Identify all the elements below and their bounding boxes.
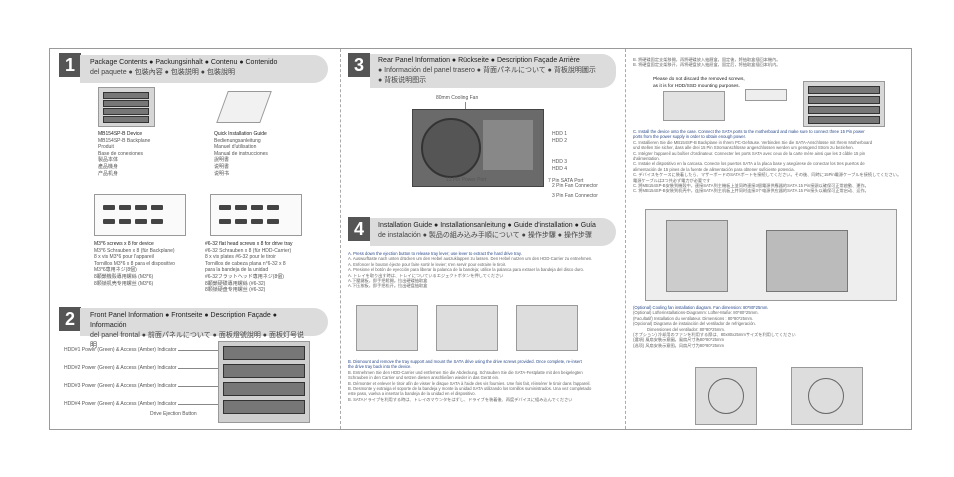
section-1-title-line-2: del paquete ● 包裝內容 ● 包裝説明 ● 包裝說明 xyxy=(90,69,235,76)
section-3-title-line-3: ● 背板说明图示 xyxy=(378,77,427,84)
front-panel-image xyxy=(218,341,310,423)
step-a-image-2 xyxy=(436,305,498,351)
fan-image-2 xyxy=(791,367,863,425)
column-2: 3 Rear Panel Information ● Rückseite ● D… xyxy=(340,49,626,429)
fan-install-text: (Optional) Cooling fan installation diag… xyxy=(633,305,796,348)
section-2-header: Front Panel Information ● Frontseite ● D… xyxy=(80,308,328,349)
sata-port-label: 7 Pin SATA Port xyxy=(548,178,584,184)
section-2-title-line-1: Front Panel Information ● Frontseite ● D… xyxy=(90,312,277,329)
hdd-3-label: HDD 3 xyxy=(552,159,568,165)
m3-list: M3*6 screws x 8 for device M3*6 Schraube… xyxy=(94,241,175,287)
hdd-2-label: HDD 2 xyxy=(552,138,568,144)
section-3-title-line-1: Rear Panel Information ● Rückseite ● Des… xyxy=(378,57,580,64)
step-a-text: A. Press down the ejection button to rel… xyxy=(348,251,593,289)
hdd-1-label: HDD 1 xyxy=(552,131,568,137)
front-label-4: HDD#4 Power (Green) & Access (Amber) Ind… xyxy=(64,401,177,407)
section-4-title-line-1: Installation Guide ● Installationsanleit… xyxy=(378,222,596,229)
section-3-header: Rear Panel Information ● Rückseite ● Des… xyxy=(370,54,616,88)
manual-sheet: 1 Package Contents ● Packungsinhalt ● Co… xyxy=(49,48,912,430)
fan-connector-3pin: 3 Pin Fan Connector xyxy=(552,193,598,199)
m3-screws-image xyxy=(94,194,186,236)
fan-label: 80mm Cooling Fan xyxy=(436,95,479,101)
rear-panel-image xyxy=(412,109,544,187)
fan-image-1 xyxy=(695,367,757,425)
front-label-1: HDD#1 Power (Green) & Access (Amber) Ind… xyxy=(64,347,177,353)
guide-list: Quick Installation Guide Bedienungsanlei… xyxy=(214,131,268,177)
tray-image xyxy=(663,91,725,121)
manual-image xyxy=(216,91,272,123)
hdd-4-label: HDD 4 xyxy=(552,166,568,172)
section-1-title-line-1: Package Contents ● Packungsinhalt ● Cont… xyxy=(90,59,278,66)
section-4-header: Installation Guide ● Installationsanleit… xyxy=(370,218,616,246)
m6-screws-image xyxy=(210,194,302,236)
step-c-text: C. Install the device onto the case. Con… xyxy=(633,129,902,194)
step-b-text: B. Dismount and remove the tray support … xyxy=(348,359,592,402)
section-2-title-line-2: del panel frontal ● 前面パネルについて ● 面板燈號說明 ●… xyxy=(90,332,304,349)
power-port-label: 15 Pin Power Port xyxy=(446,177,487,183)
case-installation-image xyxy=(645,209,897,301)
section-3-number: 3 xyxy=(348,53,370,77)
section-4-title-line-2: de instalación ● 製品の組み込み手順について ● 操作步驟 ● … xyxy=(378,232,592,239)
front-label-3: HDD#3 Power (Green) & Access (Amber) Ind… xyxy=(64,383,177,389)
device-list: MB154SP-B Device MB154SP-B Backplane Pro… xyxy=(98,131,151,177)
section-1-header: Package Contents ● Packungsinhalt ● Cont… xyxy=(80,55,328,83)
device-image xyxy=(98,87,155,127)
section-3-title-line-2: ● Información del panel trasero ● 背面パネルに… xyxy=(378,67,596,74)
section-4-number: 4 xyxy=(348,217,370,241)
step-b-chinese: B. 將硬碟固定支架移開，再將硬碟放入抽屜盒，固定後，將抽取盒插回本機內。 B.… xyxy=(633,57,781,68)
front-label-eject: Drive Ejection Button xyxy=(150,411,197,417)
column-1: 1 Package Contents ● Packungsinhalt ● Co… xyxy=(50,49,341,429)
screw-note: Please do not discard the removed screws… xyxy=(653,77,745,89)
column-3: B. 將硬碟固定支架移開，再將硬碟放入抽屜盒，固定後，將抽取盒插回本機內。 B.… xyxy=(625,49,911,429)
device-tray-image xyxy=(803,81,885,127)
step-a-image-1 xyxy=(356,305,418,351)
step-a-image-3 xyxy=(516,305,578,351)
tray-drive-image xyxy=(745,89,787,101)
section-1-number: 1 xyxy=(59,53,81,77)
section-2-number: 2 xyxy=(59,307,81,331)
front-label-2: HDD#2 Power (Green) & Access (Amber) Ind… xyxy=(64,365,177,371)
fan-connector-2pin: 2 Pin Fan Connector xyxy=(552,183,598,189)
m6-list: #6-32 flat head screws x 8 for drive tra… xyxy=(205,241,293,294)
